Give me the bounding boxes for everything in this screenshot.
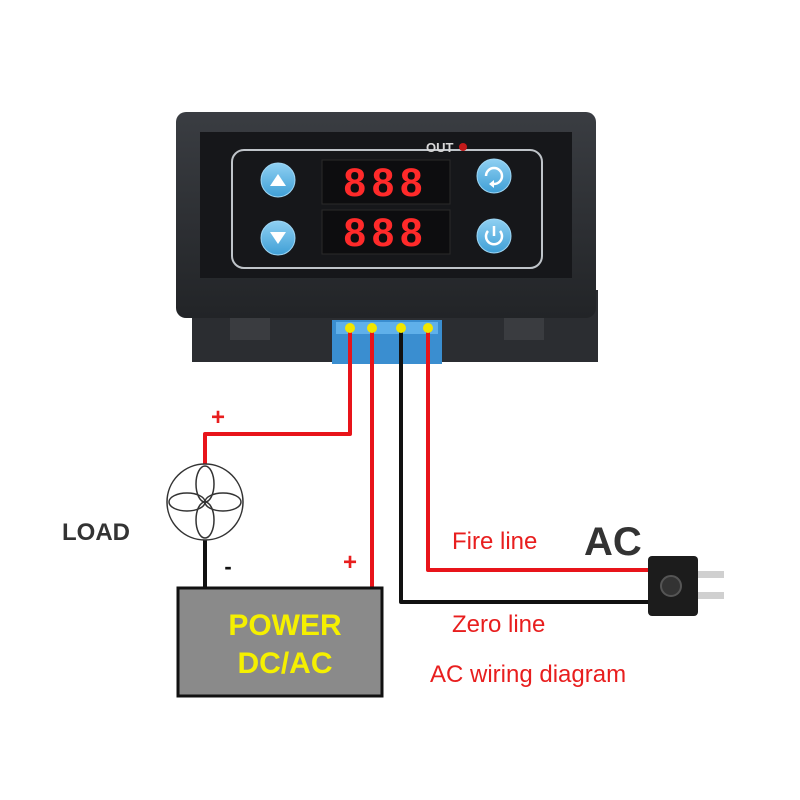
display-top: 888	[344, 161, 429, 205]
power-label-line2: DC/AC	[238, 647, 333, 680]
power-plus-sign: +	[343, 549, 357, 576]
zero-line-wire	[399, 330, 655, 604]
device-face	[200, 132, 572, 278]
load-fan-icon	[166, 463, 244, 541]
load-positive-wire	[203, 330, 352, 468]
fire-line-label: Fire line	[452, 528, 537, 555]
load-label: LOAD	[62, 519, 130, 546]
up-arrow-icon	[270, 174, 286, 186]
power-button[interactable]	[476, 218, 512, 254]
diagram-caption: AC wiring diagram	[430, 661, 626, 688]
power-supply-box: POWER DC/AC	[176, 586, 384, 698]
terminal-2	[367, 323, 377, 333]
ac-plug-icon	[648, 556, 724, 616]
display-top-frame	[321, 159, 451, 205]
controller-device: OUT 888 888	[176, 112, 598, 364]
wires	[203, 330, 655, 604]
down-arrow-icon	[270, 232, 286, 244]
up-button[interactable]	[260, 162, 296, 198]
cycle-button[interactable]	[476, 158, 512, 194]
cycle-icon	[484, 166, 504, 186]
terminal-1	[345, 323, 355, 333]
zero-line-label: Zero line	[452, 611, 545, 638]
terminal-dots	[345, 323, 433, 333]
load-plus-sign: +	[211, 404, 225, 431]
down-button[interactable]	[260, 220, 296, 256]
right-clip	[504, 318, 544, 340]
out-led	[459, 143, 467, 151]
fire-line-wire	[426, 330, 655, 572]
load-minus-sign: -	[224, 554, 231, 579]
left-clip	[230, 318, 270, 340]
panel-outline	[231, 149, 543, 269]
terminal-3	[396, 323, 406, 333]
terminal-4	[423, 323, 433, 333]
display-bottom-frame	[321, 209, 451, 255]
power-icon	[484, 230, 504, 246]
power-label-line1: POWER	[228, 609, 342, 642]
ac-label: AC	[584, 520, 642, 564]
out-label: OUT	[426, 140, 454, 155]
display-bottom: 888	[344, 211, 429, 255]
